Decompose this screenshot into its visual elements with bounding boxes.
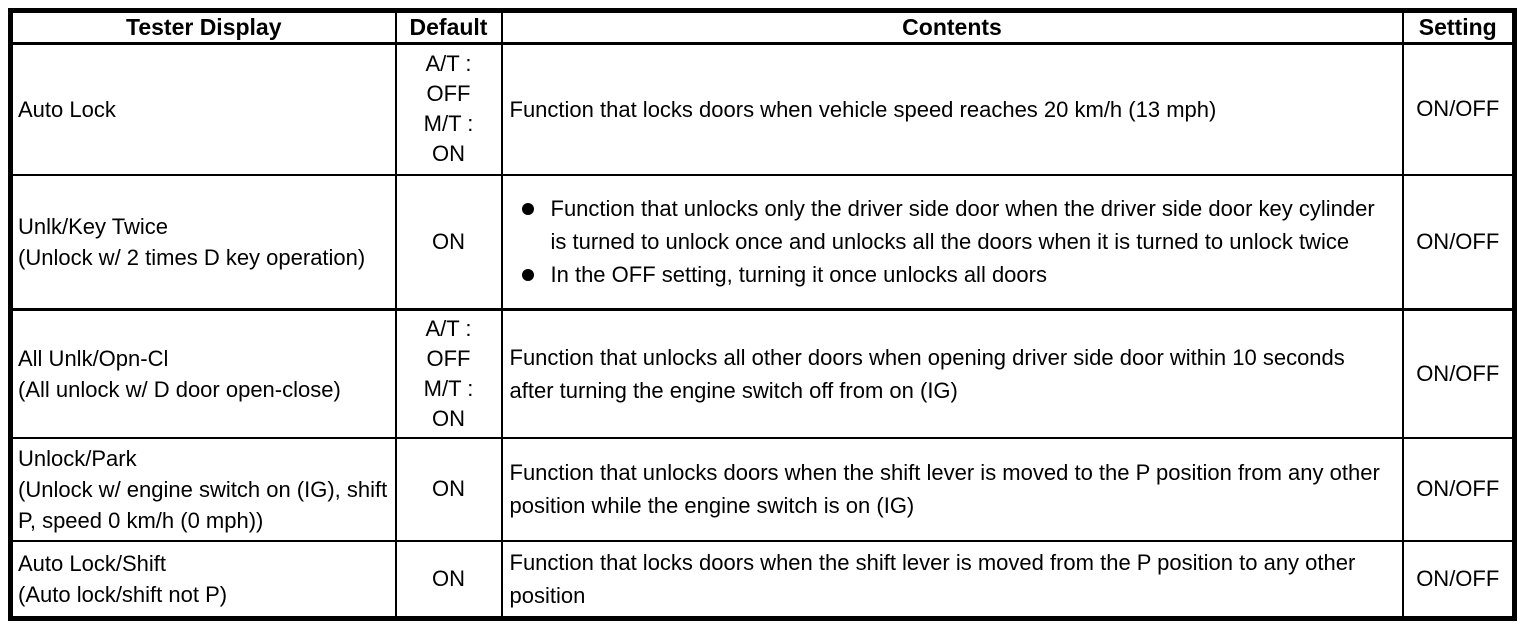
column-header-setting: Setting	[1401, 9, 1516, 45]
table-row-auto-lock: Auto Lock A/T : OFF M/T : ON Function th…	[9, 42, 1516, 176]
bullet-icon	[521, 203, 534, 216]
tester-display-cell: Auto Lock/Shift (Auto lock/shift not P)	[9, 539, 397, 619]
setting-cell: ON/OFF	[1401, 539, 1516, 619]
contents-cell: Function that unlocks all other doors wh…	[500, 308, 1404, 439]
column-header-contents: Contents	[500, 9, 1404, 45]
contents-cell: Function that unlocks only the driver si…	[500, 173, 1404, 311]
table-header-row: Tester Display Default Contents Setting	[9, 9, 1516, 45]
list-item: Function that unlocks only the driver si…	[520, 192, 1394, 258]
table-row-auto-lock-shift: Auto Lock/Shift (Auto lock/shift not P) …	[9, 539, 1516, 619]
tester-display-cell: Unlock/Park (Unlock w/ engine switch on …	[9, 436, 397, 542]
default-cell: A/T : OFF M/T : ON	[394, 42, 503, 176]
bullet-list: Function that unlocks only the driver si…	[510, 192, 1394, 291]
default-cell: ON	[394, 539, 503, 619]
tester-display-cell: Auto Lock	[9, 42, 397, 176]
column-header-default: Default	[394, 9, 503, 45]
table-row-unlock-park: Unlock/Park (Unlock w/ engine switch on …	[9, 436, 1516, 542]
default-cell: ON	[394, 436, 503, 542]
setting-cell: ON/OFF	[1401, 42, 1516, 176]
setting-cell: ON/OFF	[1401, 308, 1516, 439]
customization-table: Tester Display Default Contents Setting …	[8, 8, 1517, 621]
default-cell: ON	[394, 173, 503, 311]
table-row-unlk-key-twice: Unlk/Key Twice (Unlock w/ 2 times D key …	[9, 173, 1516, 311]
bullet-icon	[521, 269, 534, 282]
default-cell: A/T : OFF M/T : ON	[394, 308, 503, 439]
column-header-tester-display: Tester Display	[9, 9, 397, 45]
contents-cell: Function that locks doors when the shift…	[500, 539, 1404, 619]
setting-cell: ON/OFF	[1401, 173, 1516, 311]
setting-cell: ON/OFF	[1401, 436, 1516, 542]
contents-cell: Function that locks doors when vehicle s…	[500, 42, 1404, 176]
contents-cell: Function that unlocks doors when the shi…	[500, 436, 1404, 542]
tester-display-cell: Unlk/Key Twice (Unlock w/ 2 times D key …	[9, 173, 397, 311]
table-row-all-unlk-opn-cl: All Unlk/Opn-Cl (All unlock w/ D door op…	[9, 308, 1516, 439]
bullet-text: In the OFF setting, turning it once unlo…	[550, 262, 1047, 288]
list-item: In the OFF setting, turning it once unlo…	[520, 258, 1394, 291]
tester-display-cell: All Unlk/Opn-Cl (All unlock w/ D door op…	[9, 308, 397, 439]
bullet-text: Function that unlocks only the driver si…	[550, 196, 1375, 255]
